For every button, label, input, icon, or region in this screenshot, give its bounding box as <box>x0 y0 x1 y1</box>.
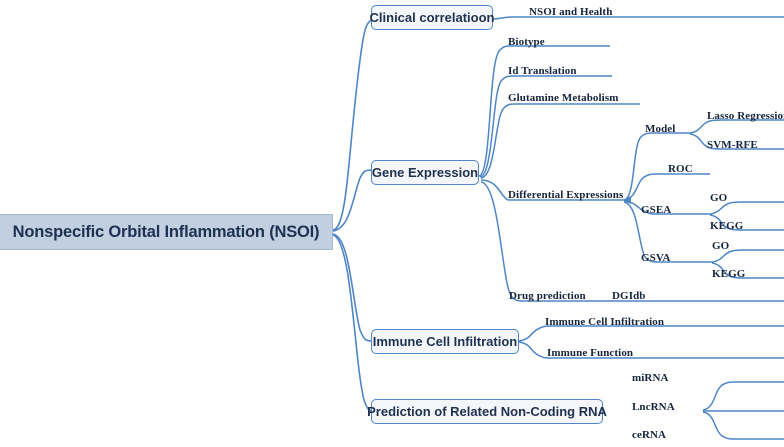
leaf-gsva-go[interactable]: GO <box>712 240 730 252</box>
leaf-roc[interactable]: ROC <box>668 163 693 175</box>
leaf-differential-expressions[interactable]: Differential Expressions <box>508 189 624 201</box>
leaf-cerna[interactable]: ceRNA <box>632 429 667 441</box>
leaf-nsoi-and-health[interactable]: NSOI and Health <box>529 6 613 18</box>
leaf-lasso-regression[interactable]: Lasso Regression <box>707 110 784 122</box>
branch-immune-cell-infiltration-label: Immune Cell Infiltration <box>372 334 518 349</box>
leaf-gsea-go[interactable]: GO <box>710 192 728 204</box>
branch-noncoding-rna-prediction[interactable]: Prediction of Related Non-Coding RNA <box>367 399 607 424</box>
branch-immune-cell-infiltration[interactable]: Immune Cell Infiltration <box>371 329 519 354</box>
leaf-gsva-kegg[interactable]: KEGG <box>712 268 746 280</box>
branch-gene-expression-label: Gene Expression <box>371 165 479 180</box>
leaf-biotype[interactable]: Biotype <box>508 36 545 48</box>
branch-noncoding-rna-prediction-label: Prediction of Related Non-Coding RNA <box>367 404 607 419</box>
root-node-label: Nonspecific Orbital Inflammation (NSOI) <box>12 222 320 241</box>
branch-gene-expression[interactable]: Gene Expression <box>371 160 479 185</box>
branch-clinical-correlation[interactable]: Clinical correlatioon <box>369 5 495 30</box>
leaf-immune-function[interactable]: Immune Function <box>547 347 634 359</box>
leaf-immune-cell-infiltration[interactable]: Immune Cell Infiltration <box>545 316 665 328</box>
leaf-gsva[interactable]: GSVA <box>641 252 671 264</box>
leaf-svm-rfe[interactable]: SVM-RFE <box>707 139 758 151</box>
leaf-mirna[interactable]: miRNA <box>632 372 669 384</box>
leaf-lncrna[interactable]: LncRNA <box>632 401 675 413</box>
leaf-glutamine-metabolism[interactable]: Glutamine Metabolism <box>508 92 619 104</box>
leaf-gsea-kegg[interactable]: KEGG <box>710 220 744 232</box>
leaf-id-translation[interactable]: Id Translation <box>508 65 577 77</box>
leaf-gsea[interactable]: GSEA <box>641 204 672 216</box>
branch-clinical-correlation-label: Clinical correlatioon <box>369 10 495 25</box>
leaf-model[interactable]: Model <box>645 123 676 135</box>
root-node[interactable]: Nonspecific Orbital Inflammation (NSOI) <box>0 214 333 250</box>
leaf-drug-prediction[interactable]: Drug prediction <box>509 290 586 302</box>
leaf-dgidb[interactable]: DGIdb <box>612 290 646 302</box>
